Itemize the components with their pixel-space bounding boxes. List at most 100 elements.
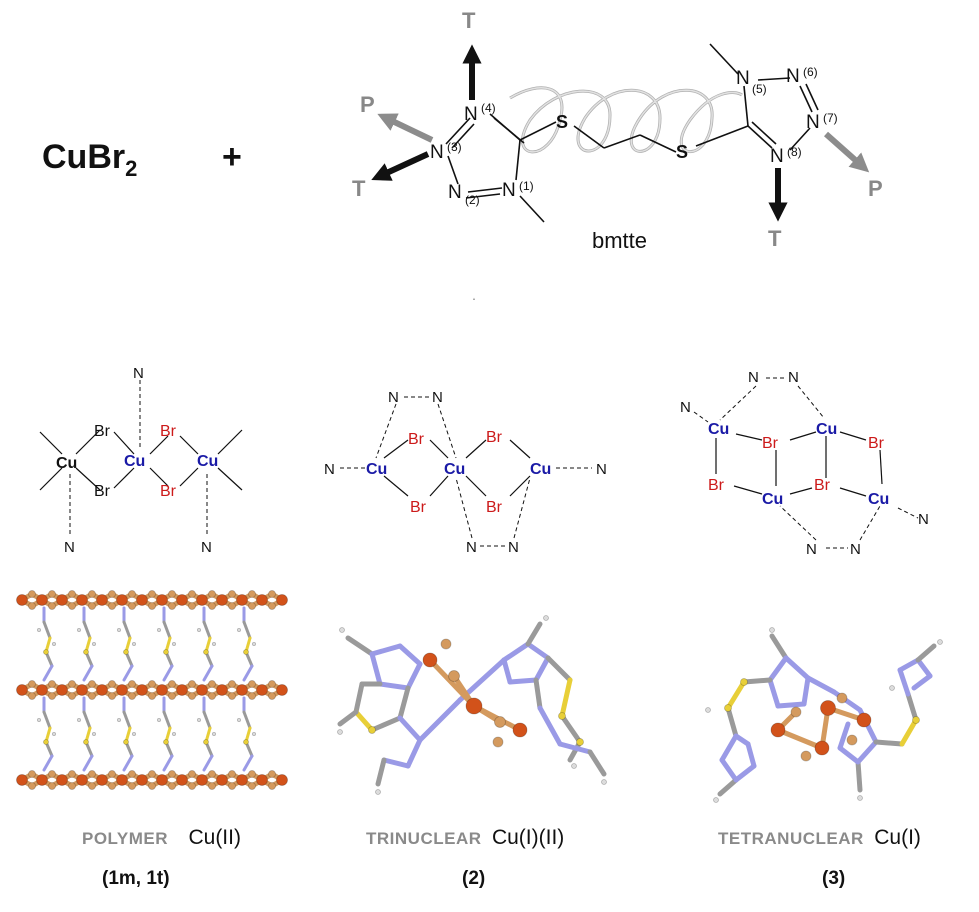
arrow-p-n7: [824, 131, 870, 173]
br-atom: [836, 692, 848, 704]
br-atom: [108, 692, 116, 700]
caption-trinuclear: TRINUCLEAR Cu(I)(II): [366, 826, 564, 850]
br-atom: [168, 770, 176, 778]
bond: [911, 673, 933, 691]
atom-n7: N: [806, 112, 820, 133]
cu-atom: [36, 684, 48, 696]
caption-trinuclear-oxidation: Cu(I)(II): [491, 826, 565, 849]
br-atom: [208, 680, 216, 688]
bond: [559, 713, 583, 745]
br-atom: [88, 692, 96, 700]
bond: [345, 635, 375, 657]
h-atom: [339, 627, 345, 633]
h-atom: [171, 642, 176, 647]
polymer-br-4: Br: [160, 483, 177, 500]
cu-atom: [820, 700, 836, 716]
bond: [767, 655, 789, 683]
h-atom: [52, 642, 57, 647]
cu-atom: [156, 594, 168, 606]
bond: [559, 677, 573, 719]
caption-polymer-label: (1m, 1t): [102, 868, 170, 889]
tri-cu-center: Cu: [444, 461, 465, 478]
cu-atom: [56, 594, 68, 606]
atom-n4: N: [464, 104, 478, 125]
cu-atom: [216, 774, 228, 786]
cu-atom: [256, 774, 268, 786]
atom-n3: N: [430, 142, 444, 163]
cu-atom: [256, 594, 268, 606]
caption-polymer-oxidation: Cu(II): [188, 826, 241, 849]
cu-atom: [116, 684, 128, 696]
br-atom: [28, 782, 36, 790]
cu-atom: [216, 684, 228, 696]
polymer-n-top: N: [133, 365, 144, 382]
bond: [42, 664, 54, 682]
tetra-n-top-1: N: [748, 369, 759, 386]
caption-tetranuclear-type: TETRANUCLEAR: [718, 829, 864, 848]
bond: [745, 741, 757, 769]
atom-s-left: S: [556, 112, 568, 132]
caption-tetranuclear-label: (3): [822, 868, 846, 889]
bond: [525, 641, 551, 661]
atom-n3-num: (3): [447, 140, 462, 154]
h-atom: [337, 729, 343, 735]
br-atom: [228, 782, 236, 790]
bond: [405, 661, 423, 691]
br-atom: [68, 590, 76, 598]
br-atom: [208, 692, 216, 700]
br-atom: [108, 770, 116, 778]
br-atom: [28, 770, 36, 778]
cu-atom: [176, 774, 188, 786]
bond: [767, 677, 781, 709]
bond: [42, 710, 52, 730]
br-atom: [248, 782, 256, 790]
s-atom: [83, 739, 89, 745]
br-atom: [128, 680, 136, 688]
bond: [897, 667, 911, 697]
tetra-n-right: N: [918, 511, 929, 528]
br-atom: [148, 680, 156, 688]
br-atom: [128, 782, 136, 790]
ligand-structure: N (4) N (3) N (2) N (1) S S N (5) N (6) …: [352, 8, 883, 300]
br-atom: [148, 770, 156, 778]
h-atom: [77, 717, 82, 722]
br-atom: [48, 590, 56, 598]
h-atom: [571, 763, 577, 769]
bond: [369, 651, 383, 687]
br-atom: [168, 692, 176, 700]
trinuclear-crystal-structure: [337, 615, 607, 795]
cu-atom: [76, 684, 88, 696]
bond: [369, 643, 403, 657]
bond: [741, 677, 773, 685]
bond: [122, 754, 134, 772]
br-atom: [228, 770, 236, 778]
bond: [242, 620, 252, 640]
tri-br-2: Br: [410, 499, 427, 516]
br-atom: [248, 590, 256, 598]
s-atom: [576, 738, 584, 746]
atom-n8-num: (8): [787, 145, 802, 159]
cu-atom: [96, 684, 108, 696]
bond: [375, 757, 387, 787]
h-atom: [251, 642, 256, 647]
br-atom: [188, 782, 196, 790]
tetranuclear-core: Cu Cu Cu Cu Br Br Br Br N N N N N N: [680, 369, 929, 558]
tri-n-right: N: [596, 461, 607, 478]
atom-n4-num: (4): [481, 101, 496, 115]
bond: [775, 727, 825, 751]
bond: [337, 709, 359, 727]
bond: [915, 657, 933, 679]
bond: [381, 757, 411, 769]
bond: [733, 763, 757, 783]
h-atom: [131, 642, 136, 647]
tetra-n-top-2: N: [788, 369, 799, 386]
label-t-bottom: T: [768, 226, 782, 251]
br-atom: [248, 692, 256, 700]
h-atom: [52, 731, 57, 736]
bond: [244, 740, 254, 758]
bond: [242, 710, 252, 730]
bond: [557, 741, 593, 755]
cu-atom: [36, 774, 48, 786]
h-atom: [889, 685, 895, 691]
